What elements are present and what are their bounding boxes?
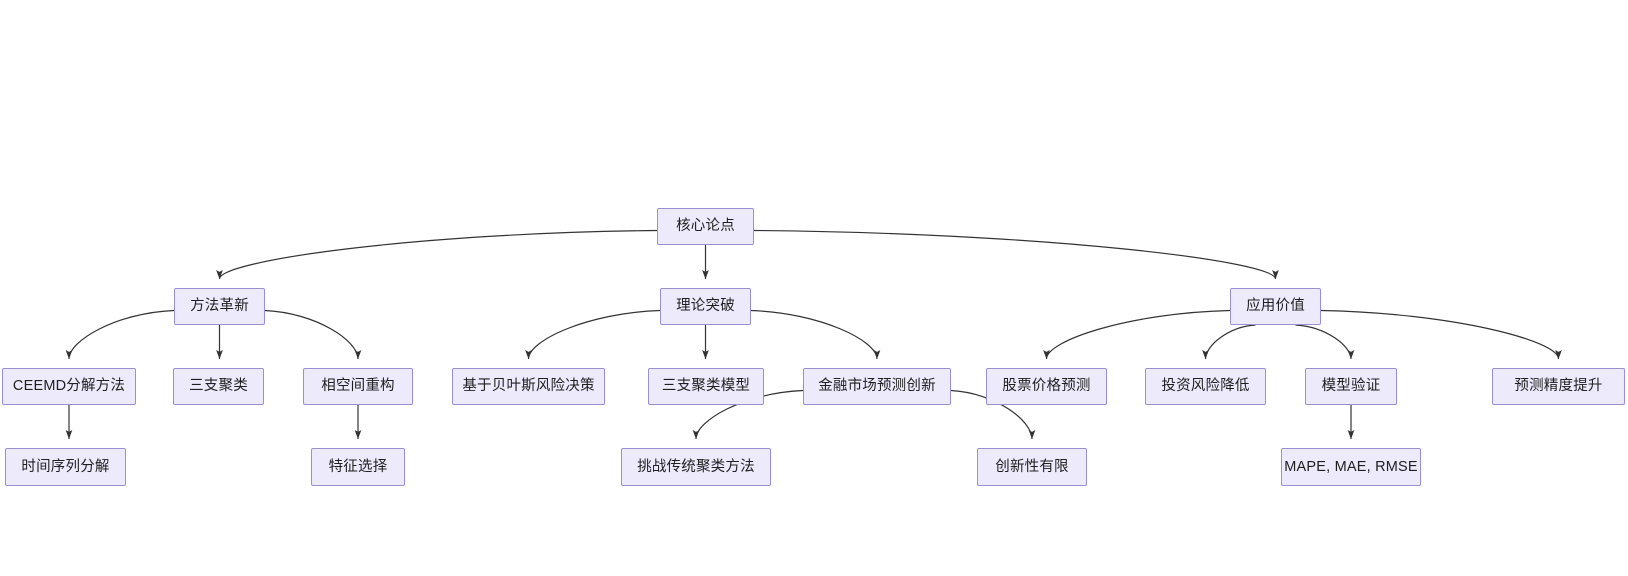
node-label: 相空间重构 [321, 378, 395, 395]
node-label: 投资风险降低 [1161, 378, 1250, 395]
node-label: 三支聚类 [189, 378, 248, 395]
node-l1a[interactable]: 方法革新 [174, 288, 265, 325]
edge-l1c-to-l2j [1320, 309, 1562, 360]
node-l1b[interactable]: 理论突破 [660, 288, 751, 325]
node-l2b[interactable]: 三支聚类 [173, 368, 264, 405]
edge-l1c-to-l2h [1202, 324, 1256, 360]
node-l3b[interactable]: 特征选择 [311, 448, 405, 486]
edge-l1a-to-l2c [264, 309, 362, 360]
node-root[interactable]: 核心论点 [657, 208, 754, 245]
node-label: 创新性有限 [995, 458, 1069, 475]
node-label: 核心论点 [676, 218, 735, 235]
node-l2i[interactable]: 模型验证 [1305, 368, 1397, 405]
node-label: 方法革新 [190, 298, 249, 315]
node-label: 股票价格预测 [1002, 378, 1091, 395]
node-l3e[interactable]: MAPE, MAE, RMSE [1281, 448, 1421, 486]
node-l2c[interactable]: 相空间重构 [303, 368, 413, 405]
node-label: 预测精度提升 [1514, 378, 1603, 395]
node-l3d[interactable]: 创新性有限 [977, 448, 1087, 486]
node-l2g[interactable]: 股票价格预测 [986, 368, 1107, 405]
edge-l1c-to-l2g [1043, 309, 1231, 360]
node-label: 模型验证 [1321, 378, 1381, 395]
node-l2j[interactable]: 预测精度提升 [1492, 368, 1625, 405]
node-label: 时间序列分解 [21, 458, 110, 475]
edge-l1b-to-l2d [525, 309, 661, 360]
node-l3c[interactable]: 挑战传统聚类方法 [621, 448, 771, 486]
node-l2a[interactable]: CEEMD分解方法 [2, 368, 136, 405]
node-l2f[interactable]: 金融市场预测创新 [803, 368, 951, 405]
node-l2d[interactable]: 基于贝叶斯风险决策 [452, 368, 605, 405]
edge-l1a-to-l2a [65, 309, 175, 360]
node-label: 应用价值 [1246, 298, 1305, 315]
node-l1c[interactable]: 应用价值 [1230, 288, 1321, 325]
node-l2e[interactable]: 三支聚类模型 [648, 368, 764, 405]
node-l2h[interactable]: 投资风险降低 [1145, 368, 1266, 405]
node-label: 三支聚类模型 [661, 378, 751, 395]
node-label: 挑战传统聚类方法 [637, 458, 755, 475]
edge-root-to-l1c [753, 229, 1279, 280]
node-label: 特征选择 [328, 458, 388, 475]
edge-group [65, 229, 1562, 440]
node-l3a[interactable]: 时间序列分解 [5, 448, 126, 486]
node-label: 金融市场预测创新 [818, 378, 936, 395]
node-label: 基于贝叶斯风险决策 [462, 378, 595, 395]
node-label: CEEMD分解方法 [12, 378, 126, 395]
edge-root-to-l1a [216, 229, 658, 280]
edge-l1b-to-l2f [750, 309, 881, 360]
edge-l1c-to-l2i [1295, 324, 1355, 360]
node-label: 理论突破 [676, 298, 735, 315]
node-label: MAPE, MAE, RMSE [1284, 458, 1418, 475]
